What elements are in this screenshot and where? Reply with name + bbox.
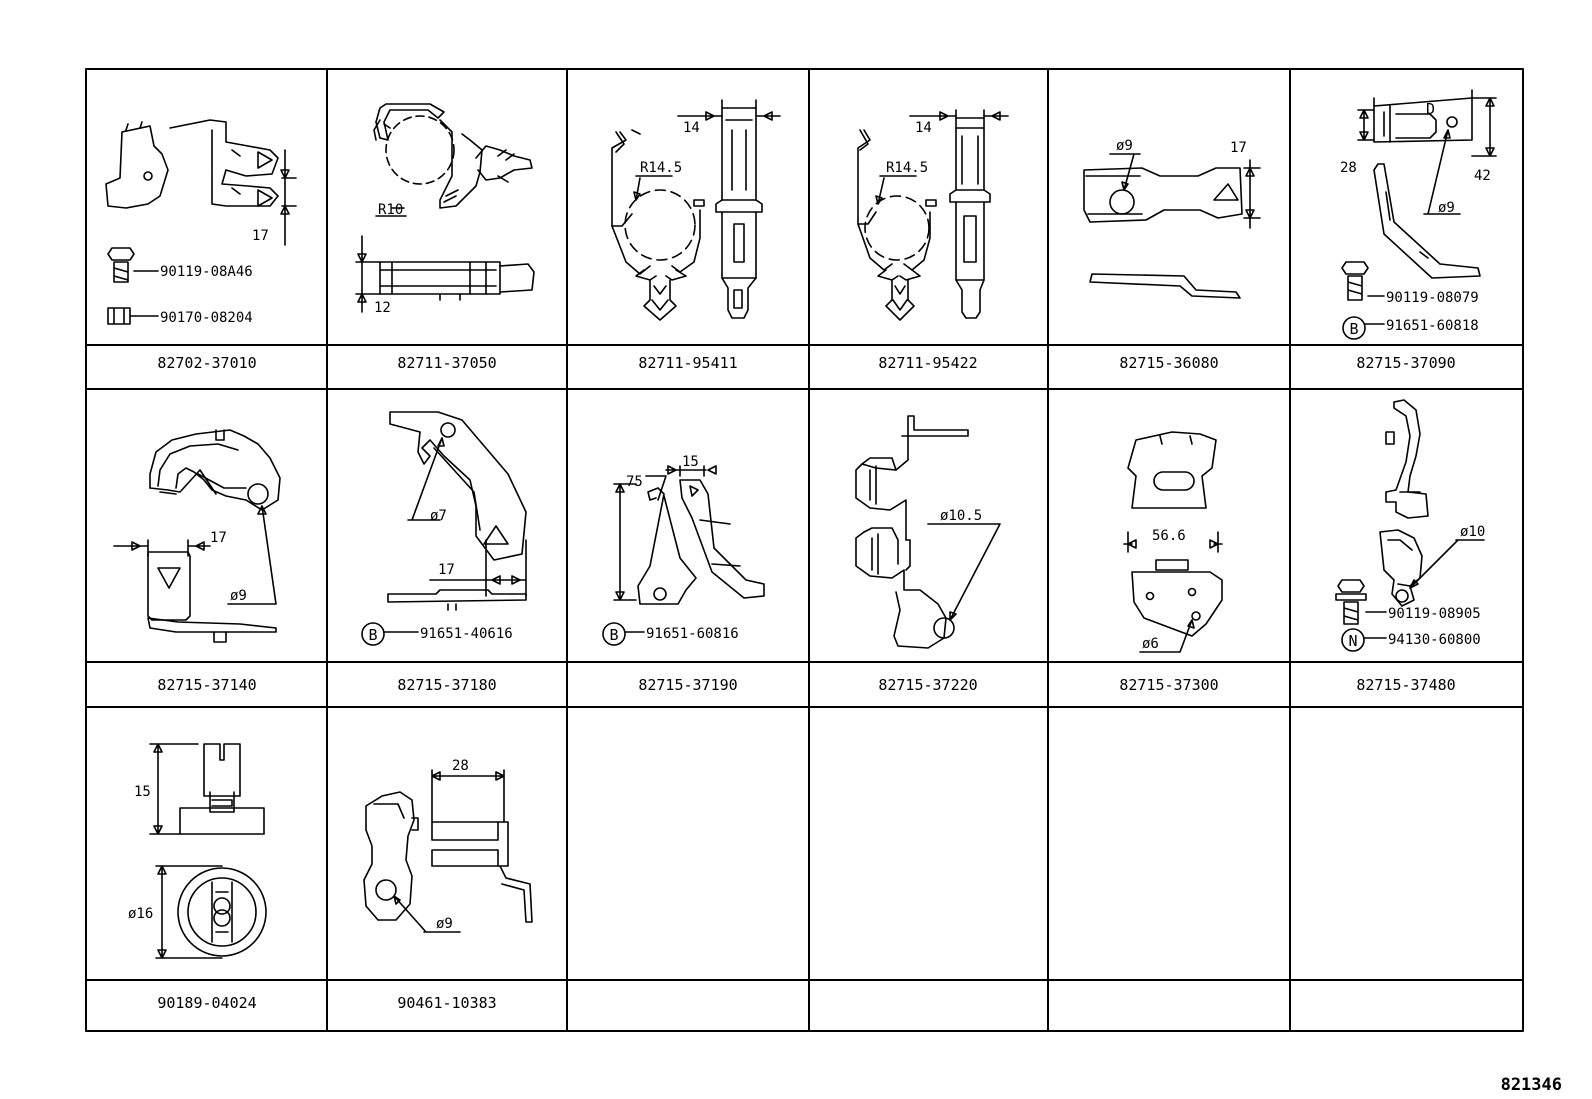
part-number-label: 82715-37180 [397,676,496,694]
dimension-label: 17 [210,530,227,546]
subpart-number: 91651-60818 [1386,318,1479,334]
cell-82711-95411-drawing: R14.5 14 [611,99,781,321]
cell-82715-37140-drawing: 17 ø9 [113,429,281,643]
drawing-number: 821346 [1501,1075,1562,1095]
dimension-label: ø16 [128,906,153,922]
subpart-number: 91651-60816 [646,626,739,642]
dimension-label: D [1426,100,1435,118]
part-number-label: 82715-36080 [1119,354,1218,372]
collar-icon [107,307,131,325]
bolt-icon [1341,261,1369,301]
part-number-label: 82715-37300 [1119,676,1218,694]
dimension-label: R14.5 [640,160,682,176]
part-number-label: 82711-95422 [878,354,977,372]
dimension-label: ø9 [1438,200,1455,216]
part-number-label: 82702-37010 [157,354,256,372]
dimension-label: 12 [374,300,391,316]
dimension-label: 14 [683,120,700,136]
subpart-number: 90119-08A46 [160,264,253,280]
part-number-label: 82715-37220 [878,676,977,694]
dimension-label: 17 [252,228,269,244]
parts-grid [85,68,1524,1032]
dimension-label: R14.5 [886,160,928,176]
dimension-label: 15 [682,454,699,470]
part-number-label: 82711-37050 [397,354,496,372]
dimension-label: 28 [1340,160,1357,176]
cell-82715-37180-drawing: ø7 17 B 91651-40616 [361,411,527,646]
dimension-label: 56.6 [1152,528,1186,544]
part-number-label: 90461-10383 [397,994,496,1012]
subpart-number: 91651-40616 [420,626,513,642]
dimension-label: 28 [452,758,469,774]
part-number-label: 82715-37480 [1356,676,1455,694]
bolt-icon [1335,579,1367,625]
cell-82715-37190-drawing: 75 15 B 91651-60816 [602,454,765,646]
cell-82711-95422-drawing: R14.5 14 [857,109,1009,321]
symbol-label: B [609,626,618,644]
symbol-label: B [368,626,377,644]
cell-82702-37010-drawing: 17 90119-08A46 90170-08204 [105,119,297,326]
cell-82715-36080-drawing: ø9 17 [1083,138,1261,299]
cell-82715-37220-drawing: ø10.5 [855,415,1001,649]
dimension-label: ø7 [430,508,447,524]
part-number-label: 82711-95411 [638,354,737,372]
cell-82715-37090-drawing: D 28 42 ø9 90119-08079 B 91651-60818 [1340,89,1497,340]
cell-82711-37050-drawing: R10 12 [355,103,535,316]
cell-90461-10383-drawing: 28 ø9 [363,758,533,933]
symbol-label: N [1348,632,1357,650]
cell-82715-37480-drawing: ø10 90119-08905 N 94130-60800 [1335,399,1485,652]
part-number-label: 82715-37090 [1356,354,1455,372]
subpart-number: 90119-08905 [1388,606,1481,622]
dimension-label: ø9 [230,588,247,604]
dimension-label: ø10.5 [940,508,982,524]
cell-82715-37300-drawing: 56.6 ø6 [1123,431,1223,653]
bolt-icon [107,247,135,283]
subpart-number: 90119-08079 [1386,290,1479,306]
dimension-label: R10 [378,202,403,218]
dimension-label: ø9 [436,916,453,932]
dimension-label: 42 [1474,168,1491,184]
dimension-label: 75 [626,474,643,490]
part-number-label: 82715-37140 [157,676,256,694]
subpart-number: 90170-08204 [160,310,253,326]
dimension-label: ø6 [1142,636,1159,652]
dimension-label: 14 [915,120,932,136]
part-number-label: 90189-04024 [157,994,256,1012]
symbol-label: B [1349,320,1358,338]
subpart-number: 94130-60800 [1388,632,1481,648]
dimension-label: 17 [1230,140,1247,156]
dimension-label: 17 [438,562,455,578]
part-number-label: 82715-37190 [638,676,737,694]
dimension-label: ø9 [1116,138,1133,154]
dimension-label: ø10 [1460,524,1485,540]
cell-90189-04024-drawing: 15 ø16 [128,743,267,959]
dimension-label: 15 [134,784,151,800]
